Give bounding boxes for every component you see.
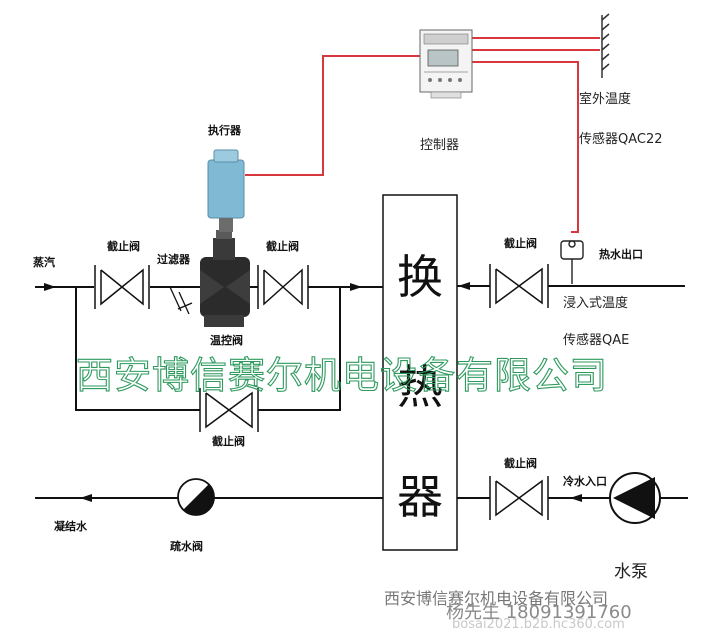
water-pump-icon (609, 472, 661, 524)
hot-water-arrow-icon (458, 282, 470, 290)
immersion-sensor-icon (560, 240, 584, 284)
actuator-icon (207, 149, 245, 232)
outdoor-sensor-label-1: 室外温度 (579, 91, 631, 107)
outdoor-sensor-wall-icon (601, 13, 610, 78)
condensate-label: 凝结水 (54, 519, 88, 533)
stop-valve-bypass-label: 截止阀 (212, 434, 245, 448)
drain-valve-label: 疏水阀 (170, 539, 203, 553)
filter-label: 过滤器 (157, 252, 191, 266)
condensate-arrow-icon (80, 494, 92, 502)
control-valve-label: 温控阀 (210, 333, 243, 347)
stop-valve-cold-label: 截止阀 (504, 456, 537, 470)
steam-flow-arrow-icon-2 (350, 283, 362, 291)
stop-valve-bypass-icon (199, 388, 259, 432)
hot-water-out-label: 热水出口 (599, 247, 643, 261)
footer-contact: 杨先生 18091391760 (446, 602, 632, 623)
footer-company: 西安博信赛尔机电设备有限公司 (384, 589, 608, 608)
control-valve-icon (200, 230, 250, 327)
stop-valve-steam-icon (94, 265, 150, 309)
pipes (35, 285, 688, 499)
cold-water-in-label: 冷水入口 (563, 474, 607, 488)
stop-valve-steam-label: 截止阀 (107, 239, 140, 253)
stop-valve-hot-label: 截止阀 (504, 236, 537, 250)
drain-valve-icon (177, 478, 215, 516)
heat-exchanger-box (382, 194, 458, 551)
controller-to-immersion-sensor-line (472, 61, 579, 233)
stop-valve-hot-icon (489, 264, 549, 308)
actuator-label: 执行器 (208, 123, 242, 137)
steam-label: 蒸汽 (33, 255, 55, 269)
heat-exchanger-char-3: 器 (397, 470, 443, 524)
water-pump-label: 水泵 (614, 562, 648, 582)
filter-icon (164, 286, 193, 315)
stop-valve-steam-2-label: 截止阀 (266, 239, 299, 253)
heat-exchanger-char-2: 热 (397, 360, 443, 414)
signal-lines (245, 37, 600, 233)
flow-arrows (44, 282, 582, 502)
controller-label: 控制器 (420, 138, 459, 153)
controller-to-actuator-line (245, 55, 422, 176)
steam-flow-arrow-icon (44, 283, 56, 291)
stop-valve-steam-2-icon (257, 265, 309, 309)
stop-valve-cold-icon (489, 476, 549, 520)
watermark-text: 西安博信赛尔机电设备有限公司 (76, 354, 608, 397)
immersion-sensor-label-2: 传感器QAE (563, 332, 629, 348)
footer-site: bosai2021.b2b.hc360.com (452, 617, 625, 632)
outdoor-sensor-label-2: 传感器QAC22 (579, 131, 663, 147)
heat-exchanger-char-1: 换 (397, 250, 443, 304)
cold-water-arrow-icon (570, 494, 582, 502)
controller-icon (419, 29, 473, 99)
immersion-sensor-label-1: 浸入式温度 (563, 295, 628, 311)
